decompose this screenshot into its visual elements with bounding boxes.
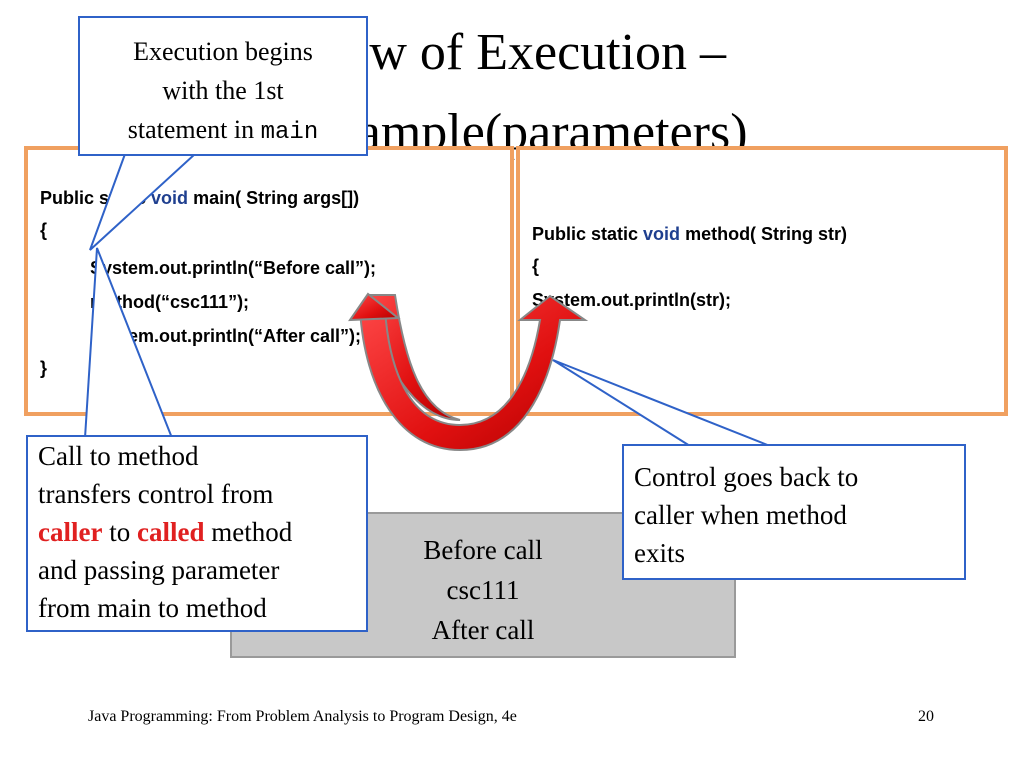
callout-left-line1: Call to method — [38, 441, 199, 471]
main-code-line-4: method(“csc111”); — [90, 292, 250, 312]
callout-call-transfers: Call to method transfers control from ca… — [26, 435, 368, 632]
method-code-box: Public static void method( String str) {… — [516, 146, 1008, 416]
keyword-void: void — [151, 188, 189, 208]
callout-left-line3: caller to called method — [38, 517, 293, 547]
call-arrow-body — [358, 294, 589, 452]
footer-book-title: Java Programming: From Problem Analysis … — [88, 708, 517, 725]
called-word: called — [136, 517, 205, 547]
slide-number: 20 — [918, 708, 934, 725]
callout-left-line4: and passing parameter — [38, 555, 280, 585]
callout-left-pointer — [83, 247, 174, 439]
output-line-3: After call — [431, 615, 535, 645]
main-code-line-3: System.out.println(“Before call”); — [90, 258, 377, 278]
method-code-line-1: Public static void method( String str) — [532, 224, 847, 245]
main-code-line-6: } — [40, 358, 48, 378]
method-signature-start: Public static — [532, 224, 644, 244]
main-signature-end: main( String args[]) — [188, 188, 360, 208]
callout-right-line2: caller when method — [634, 500, 847, 530]
method-signature-end: method( String str) — [680, 224, 848, 244]
callout-top-pointer — [89, 153, 198, 251]
callout-right-line3: exits — [634, 538, 685, 568]
slide-title-line1: Flow of Execution – — [300, 24, 727, 81]
main-code-line-5: System.out.println(“After call”); — [90, 326, 362, 346]
callout-top-line2: with the 1st — [162, 76, 284, 105]
output-line-2: csc111 — [446, 575, 520, 605]
callout-right-line1: Control goes back to — [634, 462, 859, 492]
callout-right-pointer — [552, 359, 771, 447]
callout-left-line2: transfers control from — [38, 479, 274, 509]
method-code-line-3: System.out.println(str); — [532, 290, 732, 310]
main-code-line-2: { — [40, 220, 48, 240]
output-line-1: Before call — [423, 535, 543, 565]
callout-left-line5: from main to method — [38, 593, 267, 623]
callout-top-line3: statement in main — [127, 115, 319, 146]
caller-word: caller — [38, 517, 103, 547]
keyword-void: void — [643, 224, 681, 244]
callout-execution-begins: Execution begins with the 1st statement … — [78, 16, 368, 156]
method-code-line-2: { — [532, 256, 540, 276]
code-main: main — [260, 119, 319, 146]
callout-top-line1: Execution begins — [133, 37, 313, 66]
callout-control-returns: Control goes back to caller when method … — [622, 444, 966, 580]
call-arrow-head — [348, 292, 401, 322]
